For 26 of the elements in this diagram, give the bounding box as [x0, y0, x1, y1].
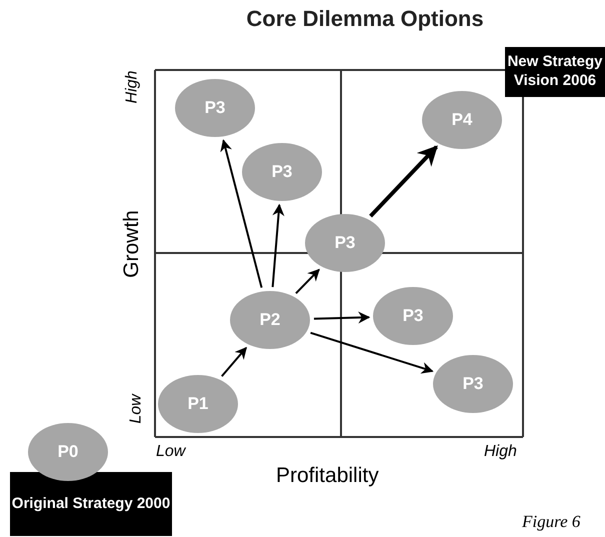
axis-title: Growth: [120, 210, 144, 278]
arrow: [272, 204, 284, 288]
axis-label: High: [484, 443, 517, 461]
axis-label: Low: [128, 394, 146, 424]
caption: Figure 6: [522, 512, 580, 532]
position-ellipse: P3: [242, 143, 322, 201]
strategy-label-box: New Strategy Vision 2006: [505, 47, 605, 97]
position-ellipse: P3: [175, 79, 255, 137]
position-ellipse: P3: [373, 287, 453, 345]
axis-label: High: [123, 70, 142, 104]
axis-label: Low: [156, 443, 186, 461]
position-ellipse: P0: [28, 423, 108, 481]
title: Core Dilemma Options: [245, 6, 485, 32]
position-ellipse: P1: [158, 375, 238, 433]
arrow: [369, 145, 438, 218]
position-ellipse: P2: [230, 291, 310, 349]
axis-title: Profitability: [276, 464, 379, 488]
arrow: [310, 332, 434, 374]
position-ellipse: P4: [422, 91, 502, 149]
arrow: [221, 346, 247, 377]
arrow: [220, 139, 263, 288]
position-ellipse: P3: [433, 355, 513, 413]
arrow: [295, 268, 320, 294]
arrow: [314, 312, 370, 324]
position-ellipse: P3: [305, 214, 385, 272]
strategy-label-box: Original Strategy 2000: [10, 472, 172, 536]
